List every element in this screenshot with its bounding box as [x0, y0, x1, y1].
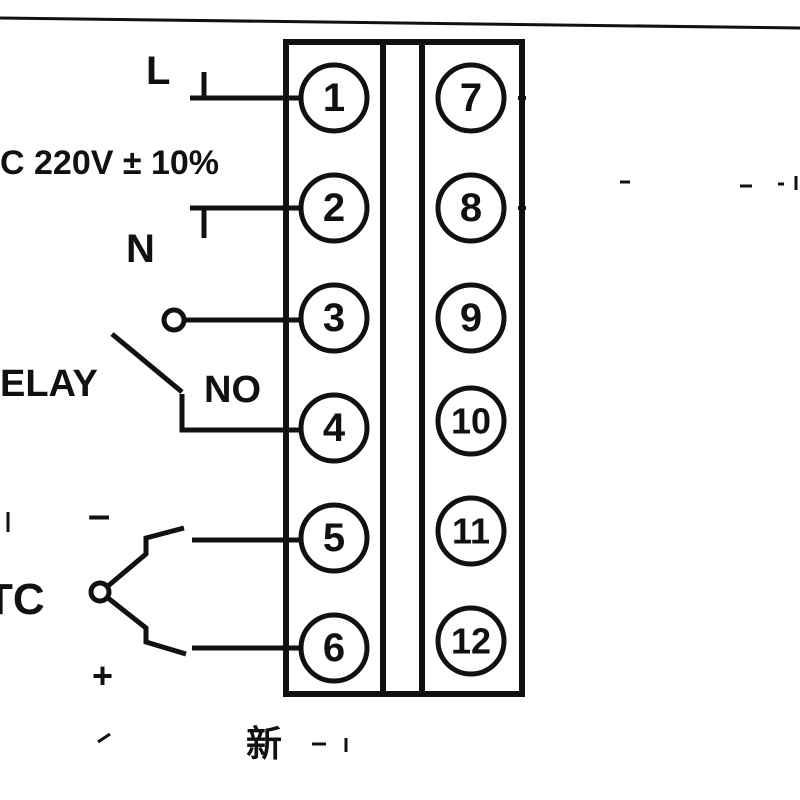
terminal-7: 7 [435, 62, 507, 134]
terminal-8: 8 [435, 172, 507, 244]
terminal-5-number: 5 [323, 516, 345, 560]
terminal-6: 6 [298, 612, 370, 684]
thermocouple-lead-minus [106, 525, 185, 588]
terminal-2-number: 2 [323, 186, 345, 230]
terminal-12: 12 [435, 605, 507, 677]
terminal-11: 11 [435, 495, 507, 567]
thermocouple-plus-label: + [92, 655, 113, 696]
terminal-column-left [283, 39, 386, 697]
terminal-10: 10 [435, 385, 507, 457]
neutral-label: N [126, 227, 155, 271]
terminal-1-number: 1 [323, 76, 345, 120]
live-label: L [146, 49, 170, 93]
relay-common-wire [179, 394, 300, 433]
terminal-11-number: 11 [452, 511, 490, 552]
relay-switch-arm [110, 332, 184, 394]
power-wiring [190, 72, 300, 238]
right-edge-stubs [518, 96, 526, 210]
terminal-9-number: 9 [460, 296, 482, 340]
terminal-1: 1 [298, 62, 370, 134]
terminal-4: 4 [298, 392, 370, 464]
normally-open-label: NO [204, 369, 261, 411]
terminal-4-number: 4 [323, 406, 346, 450]
terminal-5: 5 [298, 502, 370, 574]
terminals-right: 7 8 9 10 11 12 [435, 62, 507, 677]
terminal-divider [380, 39, 425, 697]
terminal-12-number: 12 [451, 621, 491, 662]
scan-marks [6, 176, 798, 752]
terminal-3-number: 3 [323, 296, 345, 340]
supply-label: C 220V ± 10% [0, 144, 219, 182]
relay-label: ELAY [0, 363, 98, 405]
terminal-2: 2 [298, 172, 370, 244]
relay-contact-node [161, 307, 187, 333]
thermocouple-junction [88, 580, 112, 604]
terminal-7-number: 7 [460, 76, 482, 120]
thermocouple-minus-label: – [88, 493, 110, 537]
top-edge-line [0, 16, 800, 30]
terminals-left: 1 2 3 4 5 6 [298, 62, 370, 684]
thermocouple-lead-plus [106, 596, 187, 657]
relay-wiring [110, 307, 300, 433]
terminal-3: 3 [298, 282, 370, 354]
thermocouple-wiring [88, 525, 300, 657]
terminal-column-right [419, 39, 525, 697]
terminal-10-number: 10 [451, 401, 491, 442]
terminal-8-number: 8 [460, 186, 482, 230]
bottom-mark: 新 [246, 723, 282, 764]
terminal-6-number: 6 [323, 626, 345, 670]
terminal-block [283, 39, 525, 697]
terminal-9: 9 [435, 282, 507, 354]
thermocouple-label: TC [0, 575, 45, 624]
